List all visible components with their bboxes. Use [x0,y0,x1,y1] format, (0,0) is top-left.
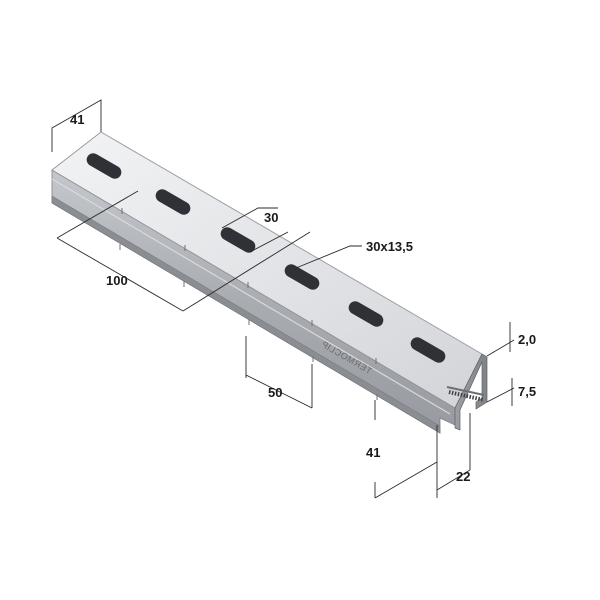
dim-pitch: 100 [106,273,128,288]
dim-slot-length: 30 [264,210,278,225]
slot [220,227,256,253]
dim-opening: 22 [456,469,470,484]
dim-slot-gap: 50 [268,385,282,400]
slot [155,189,191,215]
slots [86,153,446,363]
slot [410,337,446,363]
dim-width-top: 41 [70,112,84,127]
dim-slot-size: 30x13,5 [366,239,413,254]
channel-lower-flange [51,195,441,434]
dimension-labels: 41 30 30x13,5 100 50 41 22 2,0 7,5 [70,112,536,484]
slot [348,301,384,327]
slot [284,264,320,290]
notch-marks [119,208,378,400]
channel-ridge [51,178,451,415]
slot [86,153,122,179]
channel-side-wall [51,169,456,434]
strut-channel: TERMOCLIP [51,131,488,434]
dim-lip: 7,5 [518,384,536,399]
dim-height: 41 [366,445,380,460]
lip-edge [446,386,485,396]
dim-thickness: 2,0 [518,332,536,347]
dimension-lines [51,99,515,499]
